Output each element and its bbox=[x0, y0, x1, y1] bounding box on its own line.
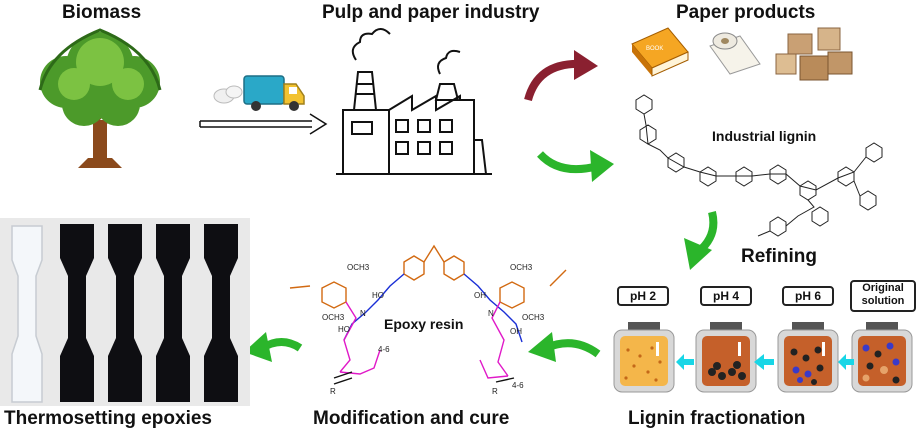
subscript-b: 4-6 bbox=[512, 381, 524, 390]
paper-roll-icon bbox=[709, 32, 761, 75]
oh-d: OH bbox=[510, 327, 522, 336]
jar-label-ph2: pH 2 bbox=[617, 286, 669, 306]
och3-d: OCH3 bbox=[522, 313, 545, 322]
epoxy-resin-label: Epoxy resin bbox=[384, 316, 464, 332]
och3-b: OCH3 bbox=[322, 313, 345, 322]
biomass-label: Biomass bbox=[62, 2, 142, 23]
black-sample-3 bbox=[156, 224, 190, 402]
boxes-icon bbox=[775, 27, 853, 81]
lignin-fractionation-label: Lignin fractionation bbox=[628, 408, 806, 429]
transport-arrow bbox=[199, 113, 328, 135]
oh-c: OH bbox=[474, 291, 486, 300]
refining-label: Refining bbox=[741, 246, 817, 267]
r-group-a: R bbox=[330, 387, 336, 396]
och3-c: OCH3 bbox=[510, 263, 533, 272]
och3-a: OCH3 bbox=[347, 263, 370, 272]
epoxy-structure bbox=[289, 244, 567, 385]
thermosetting-epoxies-label: Thermosetting epoxies bbox=[4, 408, 212, 429]
modification-cure-label: Modification and cure bbox=[313, 408, 510, 429]
black-sample-1 bbox=[60, 224, 94, 402]
black-sample-4 bbox=[204, 224, 238, 402]
nitrogen-b: N bbox=[488, 309, 494, 318]
ho-b: HO bbox=[338, 325, 350, 334]
ho-a: HO bbox=[372, 291, 384, 300]
black-sample-2 bbox=[108, 224, 142, 402]
book-text: BOOK bbox=[646, 46, 663, 52]
to-lignin-arrow bbox=[537, 151, 600, 174]
truck-icon bbox=[213, 75, 305, 111]
jar-label-ph4: pH 4 bbox=[700, 286, 752, 306]
jar-label-ph6: pH 6 bbox=[782, 286, 834, 306]
clear-sample bbox=[11, 225, 43, 403]
to-paper-arrow bbox=[524, 59, 583, 102]
jar-ph6 bbox=[777, 322, 839, 393]
subscript-a: 4-6 bbox=[378, 345, 390, 354]
industrial-lignin-label: Industrial lignin bbox=[712, 128, 817, 144]
pulp-industry-label: Pulp and paper industry bbox=[322, 2, 540, 23]
lignin-structure bbox=[635, 94, 883, 237]
jar-label-original-line2: solution bbox=[861, 295, 905, 307]
jar-label-original-line1: Original bbox=[862, 282, 904, 294]
tree-icon bbox=[38, 28, 162, 168]
jar-original bbox=[851, 322, 913, 393]
book-icon: BOOK bbox=[631, 27, 689, 77]
jar-ph2 bbox=[613, 322, 675, 393]
fractionation-arrows bbox=[676, 354, 854, 370]
factory-icon bbox=[336, 28, 492, 175]
epoxy-structure-labels: OCH3 OCH3 OCH3 OCH3 HO HO OH OH N N R R … bbox=[322, 263, 545, 396]
paper-products-label: Paper products bbox=[676, 2, 816, 23]
jar-label-original: Original solution bbox=[850, 280, 916, 312]
nitrogen-a: N bbox=[360, 309, 366, 318]
jar-ph4 bbox=[695, 322, 757, 393]
r-group-b: R bbox=[492, 387, 498, 396]
